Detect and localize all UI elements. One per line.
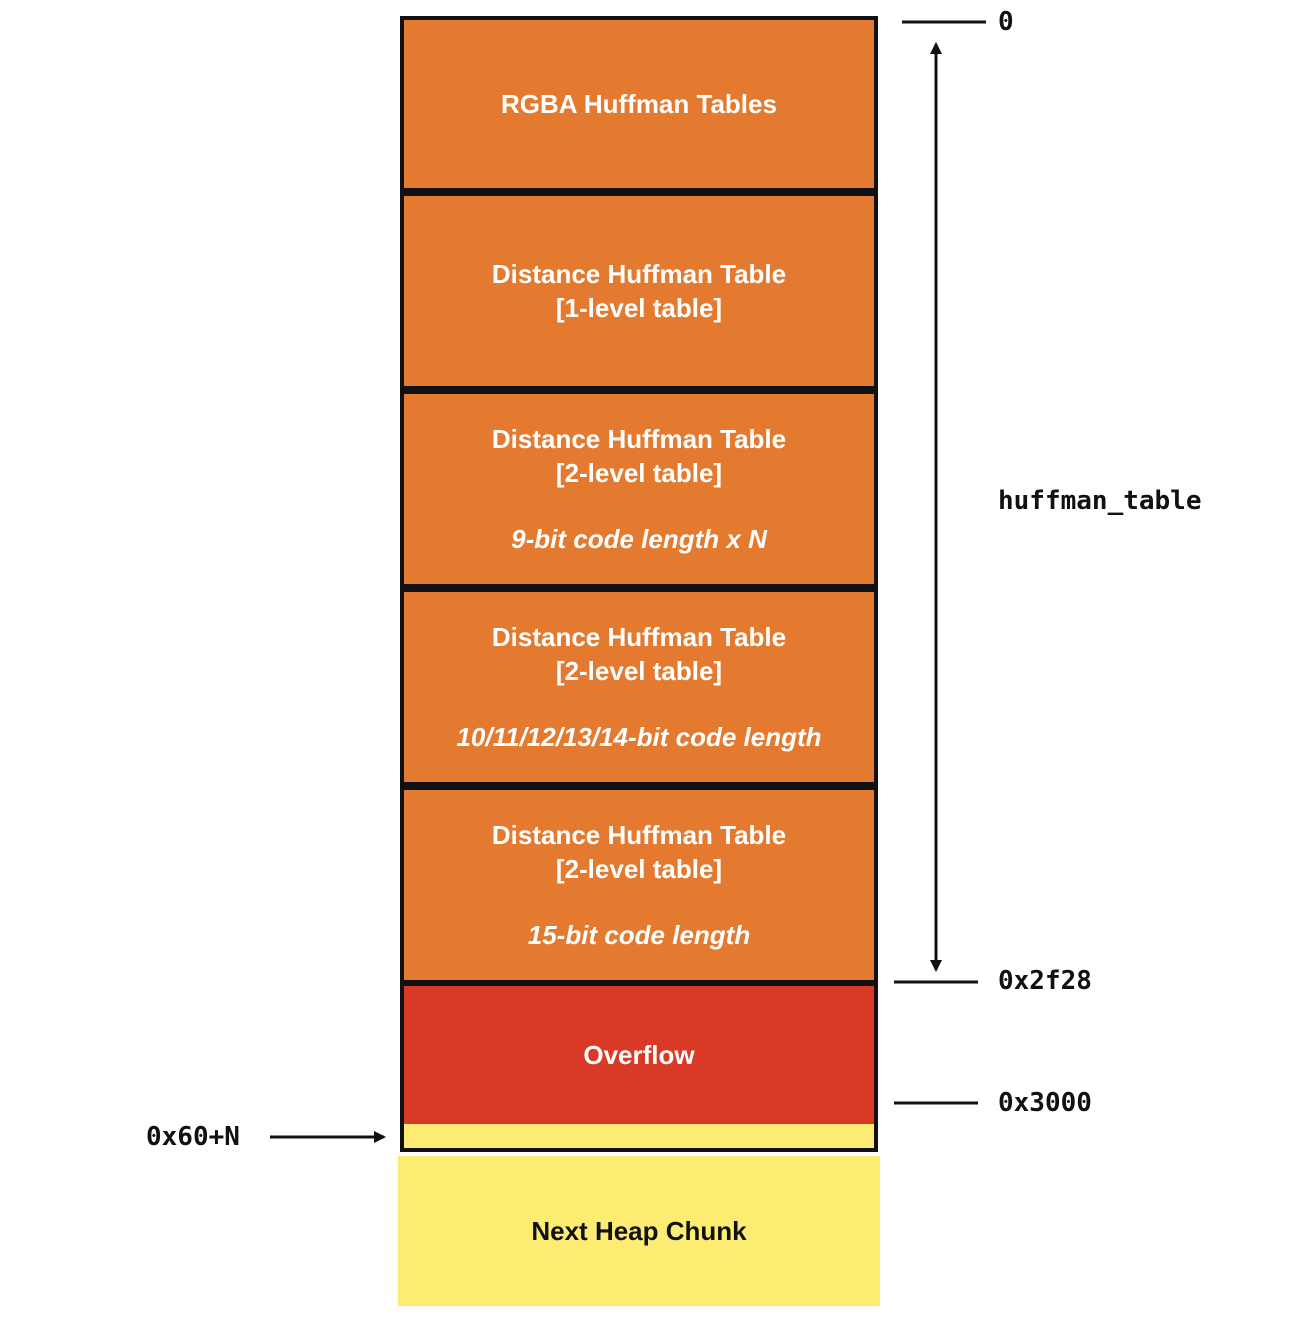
offset-label-start: 0 <box>998 7 1014 37</box>
block-title: Distance Huffman Table <box>491 259 787 289</box>
overflow-block: Overflow <box>400 982 878 1124</box>
offset-label-alloc-end: 0x3000 <box>998 1088 1092 1118</box>
next-heap-chunk-block: Next Heap Chunk <box>398 1156 880 1306</box>
distance-table-1-level-block: Distance Huffman Table [1-level table] <box>400 192 878 390</box>
pointer-label: 0x60+N <box>146 1122 240 1152</box>
block-note: 15-bit code length <box>527 920 751 950</box>
block-title: Distance Huffman Table <box>491 622 787 652</box>
next-heap-chunk-label: Next Heap Chunk <box>531 1216 747 1246</box>
block-subtitle: [2-level table] <box>555 854 723 884</box>
block-subtitle: [1-level table] <box>555 293 723 323</box>
block-subtitle: [2-level table] <box>555 656 723 686</box>
overflow-into-next-chunk-strip <box>400 1124 878 1152</box>
span-label: huffman_table <box>998 486 1202 516</box>
distance-table-10-14-bit-block: Distance Huffman Table [2-level table] 1… <box>400 588 878 786</box>
block-title: Distance Huffman Table <box>491 424 787 454</box>
block-note: 10/11/12/13/14-bit code length <box>456 722 822 752</box>
block-note: 9-bit code length x N <box>511 524 767 554</box>
block-subtitle: [2-level table] <box>555 458 723 488</box>
distance-table-15-bit-block: Distance Huffman Table [2-level table] 1… <box>400 786 878 984</box>
block-title: Distance Huffman Table <box>491 820 787 850</box>
block-title: RGBA Huffman Tables <box>501 89 777 119</box>
rgba-huffman-tables-block: RGBA Huffman Tables <box>400 16 878 192</box>
offset-label-end: 0x2f28 <box>998 966 1092 996</box>
distance-table-9-bit-block: Distance Huffman Table [2-level table] 9… <box>400 390 878 588</box>
overflow-label: Overflow <box>583 1040 695 1070</box>
